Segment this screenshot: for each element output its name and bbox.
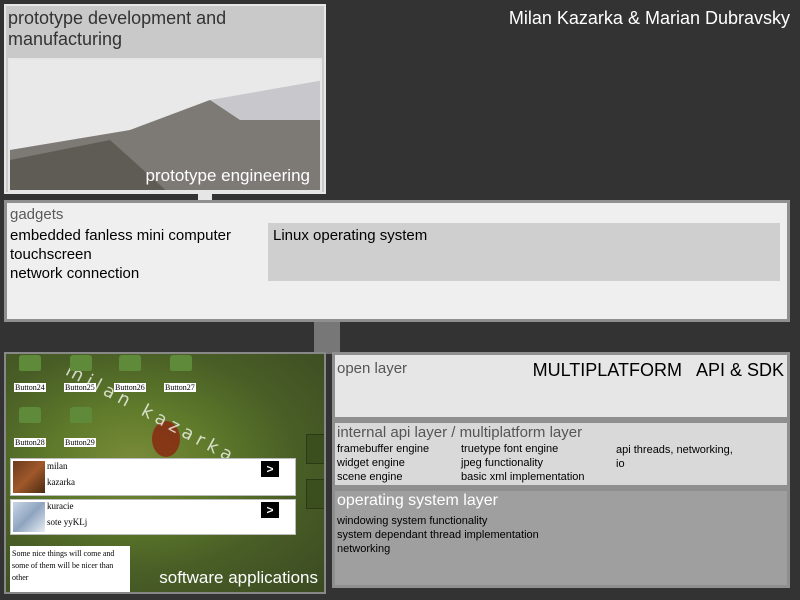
message-line: sote yyKLj bbox=[47, 517, 88, 527]
connector bbox=[314, 322, 340, 354]
gadgets-title: gadgets bbox=[10, 206, 64, 223]
linux-os-label: Linux operating system bbox=[273, 227, 428, 244]
os-item: system dependant thread implementation bbox=[337, 529, 539, 541]
internal-item: scene engine bbox=[337, 471, 403, 483]
internal-item: framebuffer engine bbox=[337, 443, 430, 455]
app-button[interactable]: Button29 bbox=[64, 438, 96, 447]
prototype-caption: prototype engineering bbox=[145, 166, 310, 185]
os-layer-panel bbox=[332, 488, 790, 588]
internal-item: truetype font engine bbox=[461, 443, 559, 455]
gadget-item: touchscreen bbox=[10, 246, 92, 263]
os-item: windowing system functionality bbox=[337, 515, 488, 527]
gadget-item: network connection bbox=[10, 265, 140, 282]
gadget-item: embedded fanless mini computer bbox=[10, 227, 231, 244]
folder-icon[interactable] bbox=[19, 355, 41, 371]
message-line: kuracie bbox=[47, 501, 74, 511]
app-button[interactable]: Button28 bbox=[14, 438, 46, 447]
message-line: kazarka bbox=[47, 477, 75, 487]
open-layer-panel bbox=[332, 352, 790, 420]
message-line: milan bbox=[47, 461, 68, 471]
app-button[interactable]: Button26 bbox=[114, 383, 146, 392]
open-layer-title: open layer bbox=[337, 360, 408, 377]
bird-shape bbox=[152, 421, 180, 457]
os-item: networking bbox=[337, 543, 391, 555]
multiplatform-label: MULTIPLATFORM API & SDK bbox=[532, 360, 784, 380]
folder-icon[interactable] bbox=[70, 407, 92, 423]
avatar bbox=[13, 461, 45, 493]
software-applications-caption: software applications bbox=[159, 568, 318, 587]
internal-item: basic xml implementation bbox=[461, 471, 585, 483]
internal-item: jpeg functionality bbox=[461, 457, 543, 469]
side-block bbox=[306, 479, 324, 509]
authors-label: Milan Kazarka & Marian Dubravsky bbox=[508, 8, 790, 28]
connector bbox=[198, 194, 212, 202]
internal-item: io bbox=[616, 458, 625, 470]
open-arrow-button[interactable]: > bbox=[261, 502, 279, 518]
folder-icon[interactable] bbox=[170, 355, 192, 371]
linux-os-box bbox=[268, 223, 780, 281]
avatar bbox=[13, 502, 45, 532]
folder-icon[interactable] bbox=[70, 355, 92, 371]
note-text: Some nice things will come and some of t… bbox=[10, 546, 130, 592]
internal-api-layer-panel bbox=[332, 420, 790, 488]
app-button[interactable]: Button25 bbox=[64, 383, 96, 392]
folder-icon[interactable] bbox=[19, 407, 41, 423]
folder-icon[interactable] bbox=[119, 355, 141, 371]
app-button[interactable]: Button24 bbox=[14, 383, 46, 392]
open-arrow-button[interactable]: > bbox=[261, 461, 279, 477]
side-block bbox=[306, 434, 324, 464]
prototype-photo: prototype engineering bbox=[8, 58, 322, 192]
internal-api-layer-title: internal api layer / multiplatform layer bbox=[337, 424, 583, 441]
message-item[interactable]: milan kazarka > bbox=[10, 458, 296, 496]
internal-item: api threads, networking, bbox=[616, 444, 733, 456]
internal-item: widget engine bbox=[337, 457, 405, 469]
prototype-title: prototype development and manufacturing bbox=[8, 8, 227, 49]
message-item[interactable]: kuracie sote yyKLj > bbox=[10, 499, 296, 535]
os-layer-title: operating system layer bbox=[337, 492, 498, 509]
app-button[interactable]: Button27 bbox=[164, 383, 196, 392]
